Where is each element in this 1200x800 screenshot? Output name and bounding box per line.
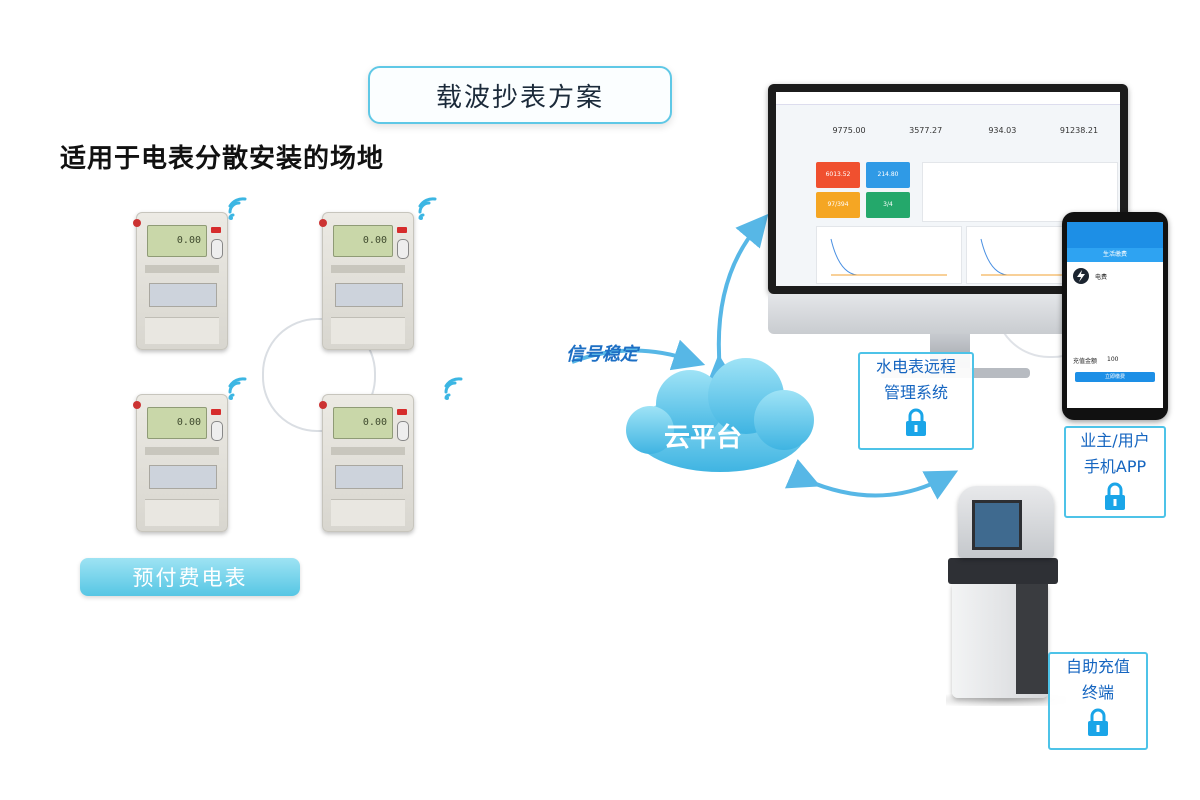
kiosk-line-1: 自助充值	[1065, 657, 1130, 676]
remote-system-line-2: 管理系统	[883, 383, 948, 402]
cloud-to-monitor-arrow	[705, 213, 769, 388]
wifi-icon	[444, 377, 463, 400]
stat-value: 9775.00	[832, 126, 866, 135]
wifi-icon	[418, 197, 437, 220]
meter-display: 0.00	[362, 235, 387, 246]
meter-display: 0.00	[362, 417, 387, 428]
mobile-app-box: 业主/用户 手机APP	[1064, 426, 1166, 518]
dashboard-tile: 97/394	[816, 192, 860, 218]
scheme-title-text: 载波抄表方案	[435, 82, 604, 113]
wifi-icon	[228, 197, 247, 220]
lock-icon	[906, 408, 926, 436]
prepaid-meter-label-text: 预付费电表	[132, 566, 248, 590]
signal-stable-label: 信号稳定	[566, 344, 638, 365]
remote-system-box: 水电表远程 管理系统	[858, 352, 974, 450]
stat-value: 934.03	[988, 126, 1017, 135]
lock-icon	[1105, 482, 1125, 510]
stat-value: 91238.21	[1059, 126, 1099, 135]
phone-banner: 生活缴费	[1067, 248, 1163, 262]
stat-value: 3577.27	[909, 126, 943, 135]
lightning-icon	[1073, 268, 1089, 284]
meter-display: 0.00	[176, 417, 201, 428]
kiosk-screen	[972, 500, 1022, 550]
remote-system-line-1: 水电表远程	[875, 357, 956, 376]
lock-icon	[1088, 708, 1108, 736]
kiosk-line-2: 终端	[1081, 683, 1114, 702]
prepaid-meter-1: 0.00	[133, 212, 228, 350]
dashboard-tile: 3/4	[866, 192, 910, 218]
kiosk-side-panel	[1016, 584, 1048, 694]
phone-recharge-label: 充值金额	[1073, 358, 1098, 365]
meter-display: 0.00	[176, 235, 201, 246]
prepaid-meter-3: 0.00	[133, 394, 228, 532]
page-subtitle: 适用于电表分散安装的场地	[60, 144, 385, 174]
mobile-app-line-1: 业主/用户	[1080, 431, 1150, 450]
prepaid-meter-label: 预付费电表	[80, 558, 300, 596]
dashboard-chart-left	[816, 226, 962, 284]
mobile-app-line-2: 手机APP	[1083, 457, 1147, 476]
cloud-to-kiosk-arrow	[784, 458, 959, 500]
dashboard-topbar	[776, 92, 1120, 105]
phone-recharge-value: 100	[1107, 356, 1119, 363]
phone-category: 电费	[1095, 274, 1108, 281]
prepaid-meter-4: 0.00	[319, 394, 414, 532]
signal-arrow	[571, 339, 706, 371]
phone-header	[1067, 222, 1163, 248]
cloud-platform-label: 云平台	[664, 423, 743, 453]
watermark-seal-left	[262, 318, 376, 432]
phone-screen: 生活缴费 电费 充值金额 100 立即缴费	[1067, 222, 1163, 408]
cloud-icon	[626, 358, 814, 472]
mobile-phone: 生活缴费 电费 充值金额 100 立即缴费	[1062, 212, 1168, 420]
kiosk-box: 自助充值 终端	[1048, 652, 1148, 750]
dashboard-stats: 9775.00 3577.27 934.03 91238.21	[814, 114, 1114, 148]
dashboard-tile: 6013.52	[816, 162, 860, 188]
phone-pay-button[interactable]: 立即缴费	[1075, 372, 1155, 382]
scheme-title: 载波抄表方案	[368, 66, 672, 124]
kiosk-keypad-shelf	[948, 558, 1058, 584]
dashboard-tile: 214.80	[866, 162, 910, 188]
prepaid-meter-2: 0.00	[319, 212, 414, 350]
dashboard-table	[922, 162, 1118, 222]
wifi-icon	[228, 377, 247, 400]
